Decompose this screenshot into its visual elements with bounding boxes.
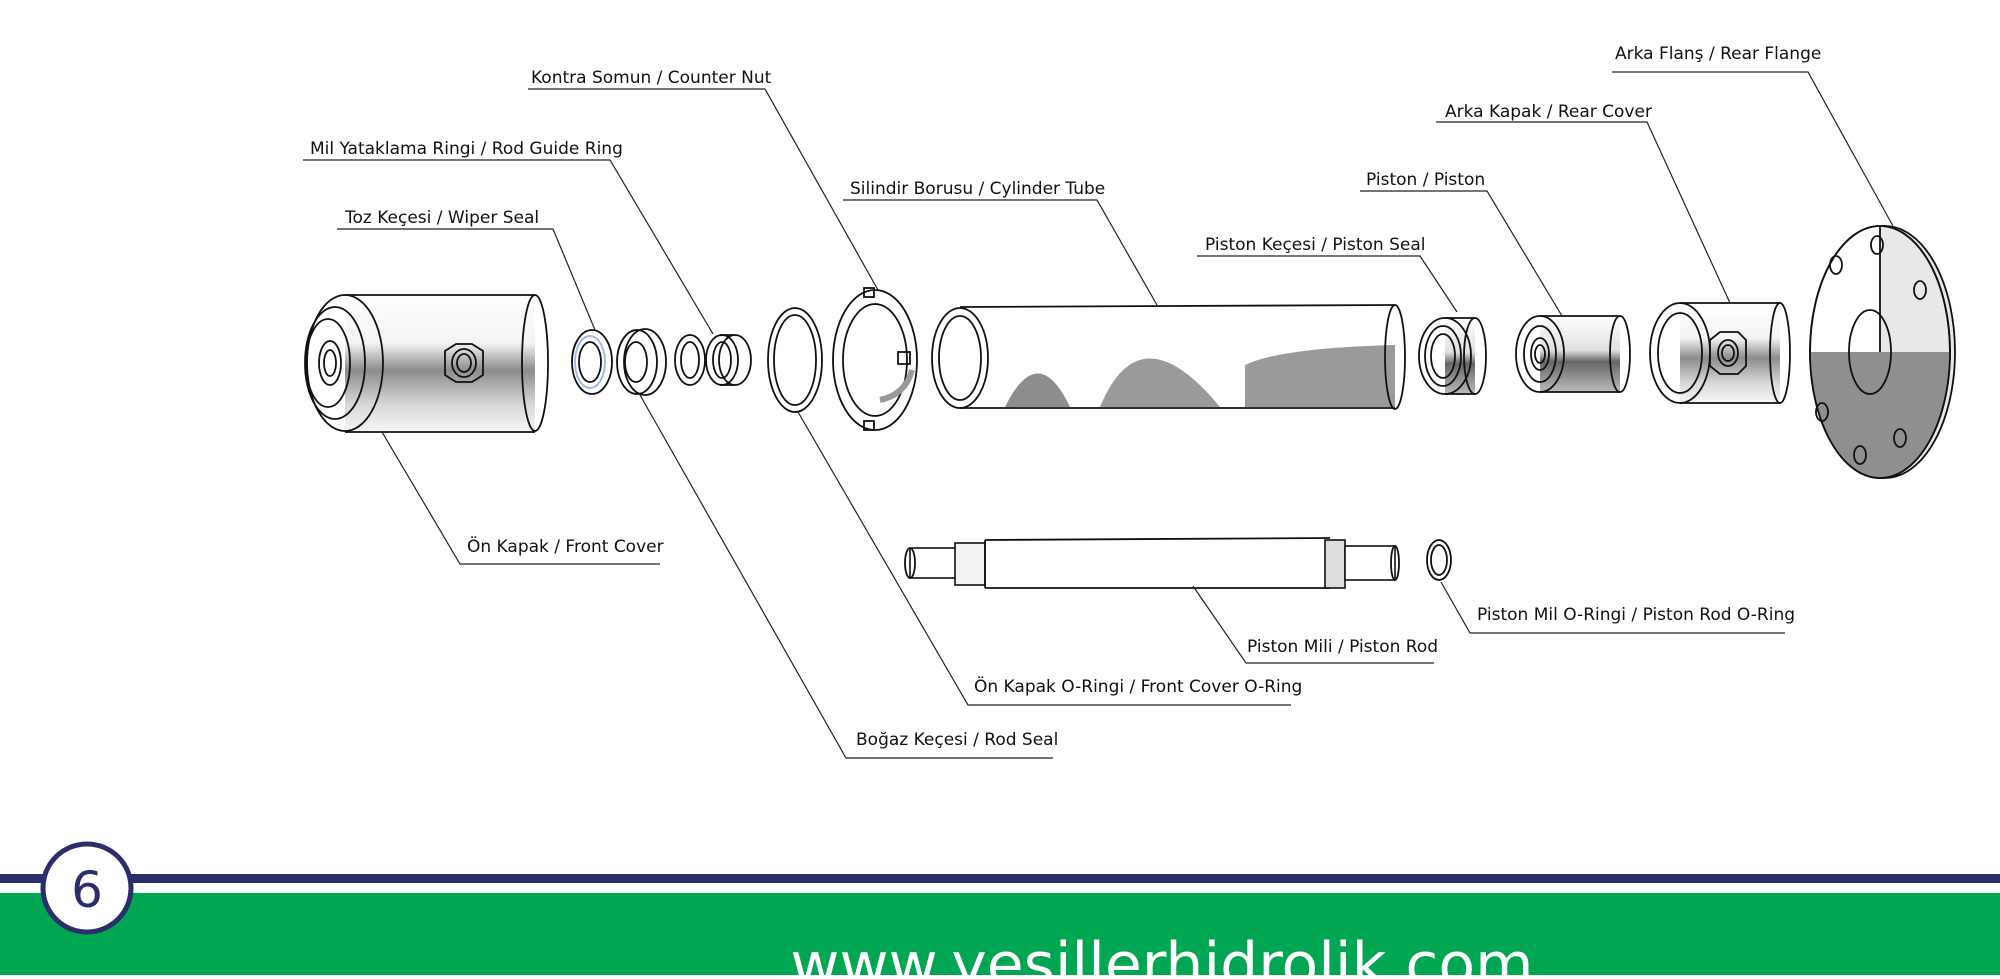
rod-seal-part — [616, 328, 667, 396]
piston-rod-oring-part — [1426, 539, 1452, 581]
cylinder-tube-part — [931, 304, 1406, 410]
label-front-cover: Ön Kapak / Front Cover — [467, 535, 664, 557]
label-piston-rod-oring: Piston Mil O-Ringi / Piston Rod O-Ring — [1477, 605, 1795, 625]
page-number: 6 — [71, 861, 103, 919]
wiper-seal-part — [571, 329, 613, 395]
label-front-cover-oring: Ön Kapak O-Ringi / Front Cover O-Ring — [974, 675, 1302, 697]
page-number-badge — [40, 841, 134, 935]
rod-guide-ring-part — [674, 334, 752, 386]
label-piston-seal: Piston Keçesi / Piston Seal — [1205, 235, 1425, 255]
website-url[interactable]: www.yesillerhidrolik.com — [790, 930, 1533, 979]
footer-green-band — [0, 893, 2000, 975]
piston-part — [1515, 315, 1631, 393]
piston-rod-part — [904, 537, 1400, 589]
label-rod-guide-ring: Mil Yataklama Ringi / Rod Guide Ring — [310, 139, 623, 159]
label-cylinder-tube: Silindir Borusu / Cylinder Tube — [850, 179, 1105, 199]
footer-navy-band — [0, 874, 2000, 883]
leader-lines — [303, 71, 1894, 759]
label-rear-cover: Arka Kapak / Rear Cover — [1445, 102, 1652, 122]
label-rod-seal: Boğaz Keçesi / Rod Seal — [856, 730, 1058, 750]
label-piston: Piston / Piston — [1366, 170, 1485, 190]
counter-nut-part — [832, 287, 918, 431]
label-wiper-seal: Toz Keçesi / Wiper Seal — [344, 208, 539, 228]
label-rear-flange: Arka Flanş / Rear Flange — [1615, 44, 1821, 64]
piston-seal-part — [1418, 317, 1487, 395]
label-counter-nut: Kontra Somun / Counter Nut — [531, 68, 772, 88]
footer: 6 www.yesillerhidrolik.com — [0, 841, 2000, 979]
front-cover-part — [304, 294, 549, 433]
rear-flange-part — [1809, 225, 1956, 479]
front-cover-oring-part — [767, 307, 823, 413]
label-piston-rod: Piston Mili / Piston Rod — [1247, 637, 1438, 657]
rear-cover-part — [1649, 302, 1791, 404]
